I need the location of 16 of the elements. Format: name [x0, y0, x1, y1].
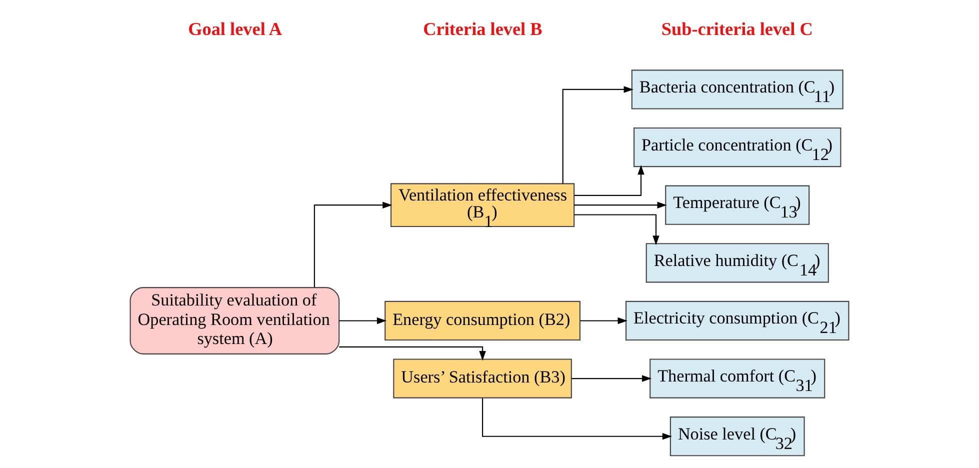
arrow — [339, 317, 387, 324]
arrow — [572, 375, 652, 382]
arrow — [574, 214, 660, 246]
label: Criteria level B — [423, 18, 542, 39]
arrow — [574, 202, 667, 208]
arrow — [580, 317, 628, 324]
arrow — [574, 164, 644, 196]
node-box: Suitability evaluation of Operating Room ventilation system (A) — [130, 287, 340, 354]
arrow — [314, 202, 392, 288]
node-box: Energy consumption (B2) — [384, 300, 580, 341]
label: Sub-criteria level C — [661, 18, 813, 39]
label: Goal level A — [188, 18, 282, 39]
arrow — [482, 398, 672, 440]
arrow — [562, 86, 634, 184]
node-box: Users’ Satisfaction (B3) — [393, 358, 572, 398]
arrow — [339, 346, 486, 361]
